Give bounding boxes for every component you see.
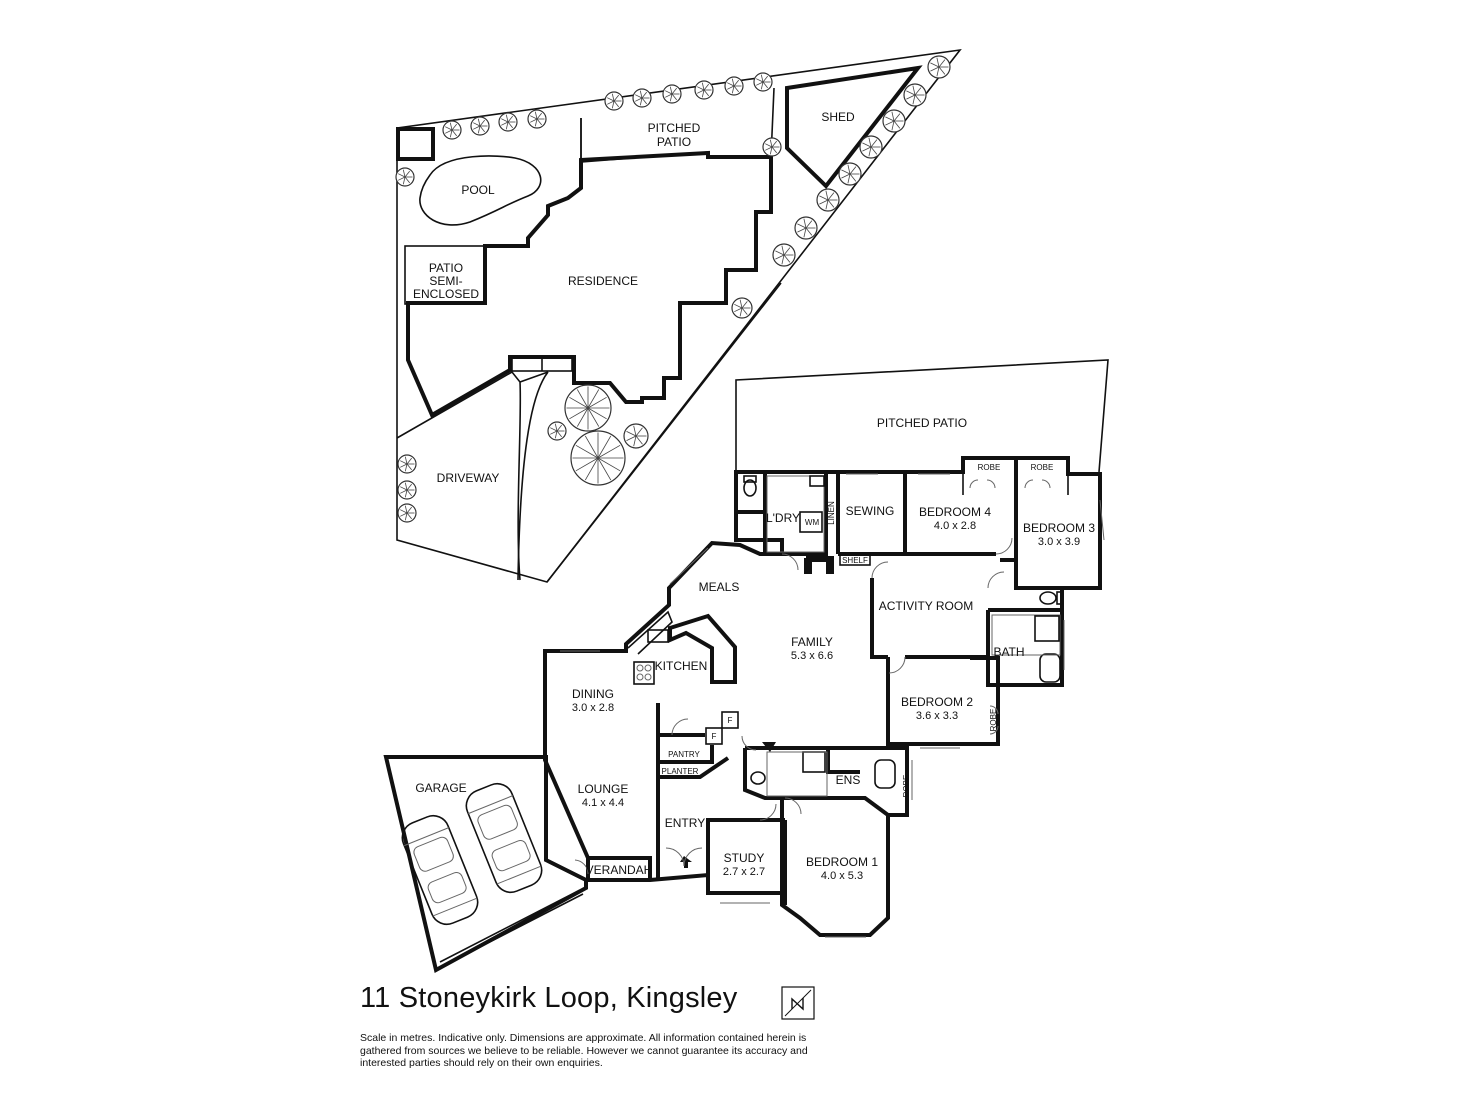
study-size: 2.7 x 2.7 [723,866,765,878]
dining-size: 3.0 x 2.8 [572,702,614,714]
robe-label-4: ROBE [989,709,998,732]
tree-icon [397,480,417,500]
tree-icon [927,55,951,79]
tree-icon [470,116,490,136]
fixtures [560,473,1105,938]
trees [395,55,951,523]
family-size: 5.3 x 6.6 [791,650,833,662]
robe-label-2: ROBE [1031,463,1054,472]
tree-icon [632,88,652,108]
property-address-title: 11 Stoneykirk Loop, Kingsley [360,982,738,1014]
planter-label: PLANTER [662,767,699,776]
tree-icon [564,384,612,432]
linen-label: LINEN [827,501,836,525]
bedroom3-size: 3.0 x 3.9 [1038,536,1080,548]
tree-icon [604,91,624,111]
pool-outline [419,155,542,226]
kitchen-label: KITCHEN [655,659,708,673]
robe-label-3: ROBE [902,775,911,798]
interior-walls [560,458,1069,905]
shed-outline [785,65,923,189]
tree-icon [694,80,714,100]
entry-label: ENTRY [665,816,705,830]
tree-icon [762,137,782,157]
driveway-curve [517,371,549,581]
garage-label: GARAGE [415,781,466,795]
floor-plan [383,359,1109,974]
sewing-label: SEWING [846,504,895,518]
tree-icon [570,430,626,486]
residence-label: RESIDENCE [568,274,638,288]
garage-wall [383,755,588,974]
garage-door-line-2 [442,893,584,967]
patio-semi-label-3: ENCLOSED [413,287,479,301]
tree-icon [397,454,417,474]
north-arrow-icon [781,986,815,1020]
tree-icon [662,84,682,104]
site-pitched-patio-label-2: PATIO [657,135,691,149]
pantry-label: PANTRY [668,750,700,759]
site-box [396,127,435,161]
bedroom4-size: 4.0 x 2.8 [934,520,976,532]
tree-icon [882,109,906,133]
site-pitched-patio-label: PITCHED [648,121,701,135]
tree-icon [397,503,417,523]
study-label: STUDY [724,851,765,865]
tree-icon [903,83,927,107]
tree-icon [724,76,744,96]
tree-icon [816,188,840,212]
bedroom1-size: 4.0 x 5.3 [821,870,863,882]
tree-icon [547,421,567,441]
ens-label: ENS [836,773,861,787]
tree-icon [498,112,518,132]
residence-outline [406,150,773,418]
tree-icon [859,135,883,159]
fridge-label-1: F [712,732,717,741]
disclaimer-text: Scale in metres. Indicative only. Dimens… [360,1032,808,1069]
activity-room-label: ACTIVITY ROOM [879,599,973,613]
patio-semi-label-2: SEMI- [429,274,462,288]
shed-label: SHED [821,110,855,124]
tree-icon [442,120,462,140]
meals-label: MEALS [699,580,740,594]
site-plan [396,48,962,583]
bedroom2-size: 3.6 x 3.3 [916,710,958,722]
lounge-size: 4.1 x 4.4 [582,797,624,809]
robe-label-1: ROBE [978,463,1001,472]
tree-icon [838,162,862,186]
car-icon [465,782,543,894]
fridge-label-2: F [728,716,733,725]
verge-line [546,282,782,583]
tree-icon [731,297,753,319]
pool-label: POOL [461,183,495,197]
pitched-patio-outline [735,359,1109,473]
tree-icon [395,167,415,187]
driveway-label: DRIVEWAY [437,471,500,485]
bedroom1-label: BEDROOM 1 [806,855,878,869]
bedroom2-label: BEDROOM 2 [901,695,973,709]
pitched-patio-label: PITCHED PATIO [877,416,967,430]
garage-door-line [439,889,581,963]
dining-label: DINING [572,687,614,701]
laundry-label: L'DRY [766,511,800,525]
patio-semi-label-1: PATIO [429,261,463,275]
lounge-label: LOUNGE [578,782,629,796]
verandah-label: VERANDAH [586,863,653,877]
tree-icon [623,423,649,449]
tree-icon [772,243,796,267]
bath-label: BATH [993,645,1024,659]
wm-label: WM [805,518,820,527]
car-icon [401,814,479,926]
tree-icon [527,109,547,129]
family-label: FAMILY [791,635,833,649]
bedroom4-label: BEDROOM 4 [919,505,991,519]
tree-icon [794,216,818,240]
shelf-label: SHELF [842,556,868,565]
labels: PITCHED PATIO SHED POOL PATIO SEMI- ENCL… [413,110,1095,882]
tree-icon [753,72,773,92]
bedroom3-label: BEDROOM 3 [1023,521,1095,535]
driveway-top [519,371,549,383]
